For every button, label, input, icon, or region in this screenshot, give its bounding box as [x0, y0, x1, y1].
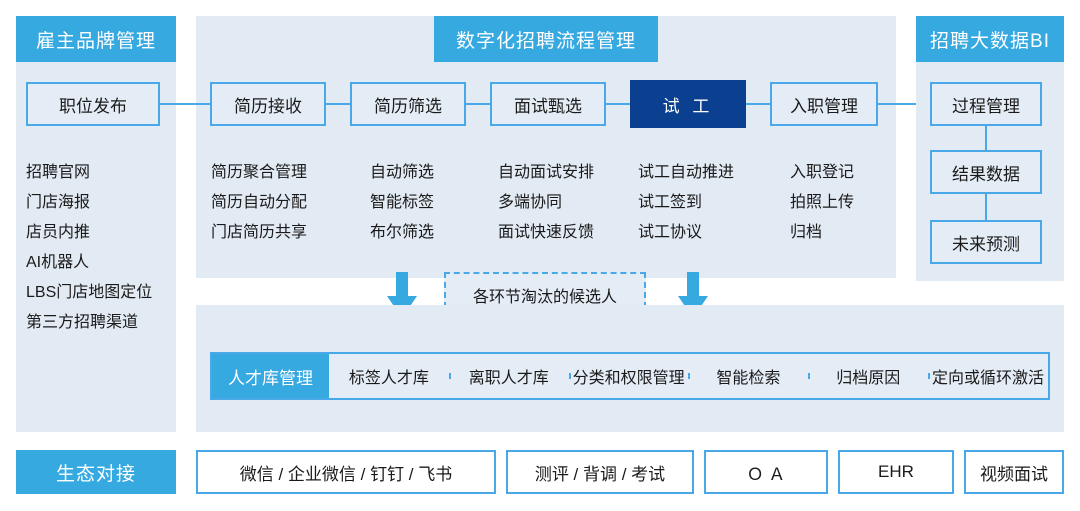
list-item: 试工协议: [638, 224, 703, 241]
node-resume-screen[interactable]: 简历筛选: [350, 82, 466, 126]
list-item: 店员内推: [26, 224, 91, 241]
connector-line: [985, 126, 987, 150]
eco-item-video-interview[interactable]: 视频面试: [964, 450, 1064, 494]
ecosystem-title: 生态对接: [16, 450, 176, 494]
stage-bullets-trial-work: 试工自动推进 试工签到 试工协议: [638, 158, 734, 248]
connector-line: [160, 103, 210, 105]
eco-item-wechat[interactable]: 微信 / 企业微信 / 钉钉 / 飞书: [196, 450, 496, 494]
list-item: 门店简历共享: [211, 224, 308, 241]
list-item: 第三方招聘渠道: [26, 314, 139, 331]
talent-pool-lead[interactable]: 人才库管理: [212, 354, 329, 398]
connector-line: [985, 194, 987, 220]
employer-brand-bullets: 招聘官网 门店海报 店员内推 AI机器人 LBS门店地图定位 第三方招聘渠道: [26, 158, 176, 338]
connector-line: [746, 103, 770, 105]
list-item: 多端协同: [498, 194, 563, 211]
list-item: 门店海报: [26, 194, 91, 211]
list-item: 面试快速反馈: [498, 224, 595, 241]
talent-pool-bar: 人才库管理 标签人才库 离职人才库 分类和权限管理 智能检索 归档原因 定向或循…: [210, 352, 1050, 400]
talent-pool-item[interactable]: 归档原因: [808, 364, 928, 388]
stage-bullets-onboarding: 入职登记 拍照上传 归档: [790, 158, 854, 248]
talent-pool-item[interactable]: 分类和权限管理: [568, 364, 689, 388]
node-future-forecast[interactable]: 未来预测: [930, 220, 1042, 264]
stage-bullets-resume-screen: 自动筛选 智能标签 布尔筛选: [370, 158, 434, 248]
node-result-data[interactable]: 结果数据: [930, 150, 1042, 194]
list-item: 试工自动推进: [638, 164, 735, 181]
list-item: 智能标签: [370, 194, 435, 211]
list-item: 自动面试安排: [498, 164, 595, 181]
talent-pool-item[interactable]: 离职人才库: [448, 364, 569, 388]
list-item: 布尔筛选: [370, 224, 435, 241]
eco-item-oa[interactable]: Ｏ Ａ: [704, 450, 828, 494]
eco-item-assessment[interactable]: 测评 / 背调 / 考试: [506, 450, 694, 494]
connector-line: [606, 103, 630, 105]
list-item: 招聘官网: [26, 164, 91, 181]
list-item: 归档: [790, 224, 823, 241]
talent-pool-item[interactable]: 定向或循环激活: [928, 364, 1048, 388]
node-resume-receive[interactable]: 简历接收: [210, 82, 326, 126]
list-item: 试工签到: [638, 194, 703, 211]
process-title: 数字化招聘流程管理: [434, 16, 658, 62]
stage-bullets-interview-select: 自动面试安排 多端协同 面试快速反馈: [498, 158, 594, 248]
connector-line: [326, 103, 350, 105]
node-trial-work[interactable]: 试 工: [630, 80, 746, 128]
talent-pool-item[interactable]: 智能检索: [688, 364, 808, 388]
talent-pool-item[interactable]: 标签人才库: [348, 370, 429, 387]
list-item: 简历自动分配: [211, 194, 308, 211]
list-item: 自动筛选: [370, 164, 435, 181]
node-onboarding[interactable]: 入职管理: [770, 82, 878, 126]
connector-line: [878, 103, 918, 105]
bi-title: 招聘大数据BI: [916, 16, 1064, 62]
talent-pool-items: 标签人才库 离职人才库 分类和权限管理 智能检索 归档原因 定向或循环激活: [329, 354, 1048, 398]
list-item: 入职登记: [790, 164, 855, 181]
node-job-posting[interactable]: 职位发布: [26, 82, 160, 126]
stage-bullets-resume-receive: 简历聚合管理 简历自动分配 门店简历共享: [211, 158, 307, 248]
connector-line: [466, 103, 490, 105]
node-interview-select[interactable]: 面试甄选: [490, 82, 606, 126]
node-process-management[interactable]: 过程管理: [930, 82, 1042, 126]
list-item: 拍照上传: [790, 194, 855, 211]
eco-item-ehr[interactable]: EHR: [838, 450, 954, 494]
list-item: LBS门店地图定位: [26, 284, 153, 301]
list-item: 简历聚合管理: [211, 164, 308, 181]
list-item: AI机器人: [26, 254, 90, 271]
employer-brand-title: 雇主品牌管理: [16, 16, 176, 62]
